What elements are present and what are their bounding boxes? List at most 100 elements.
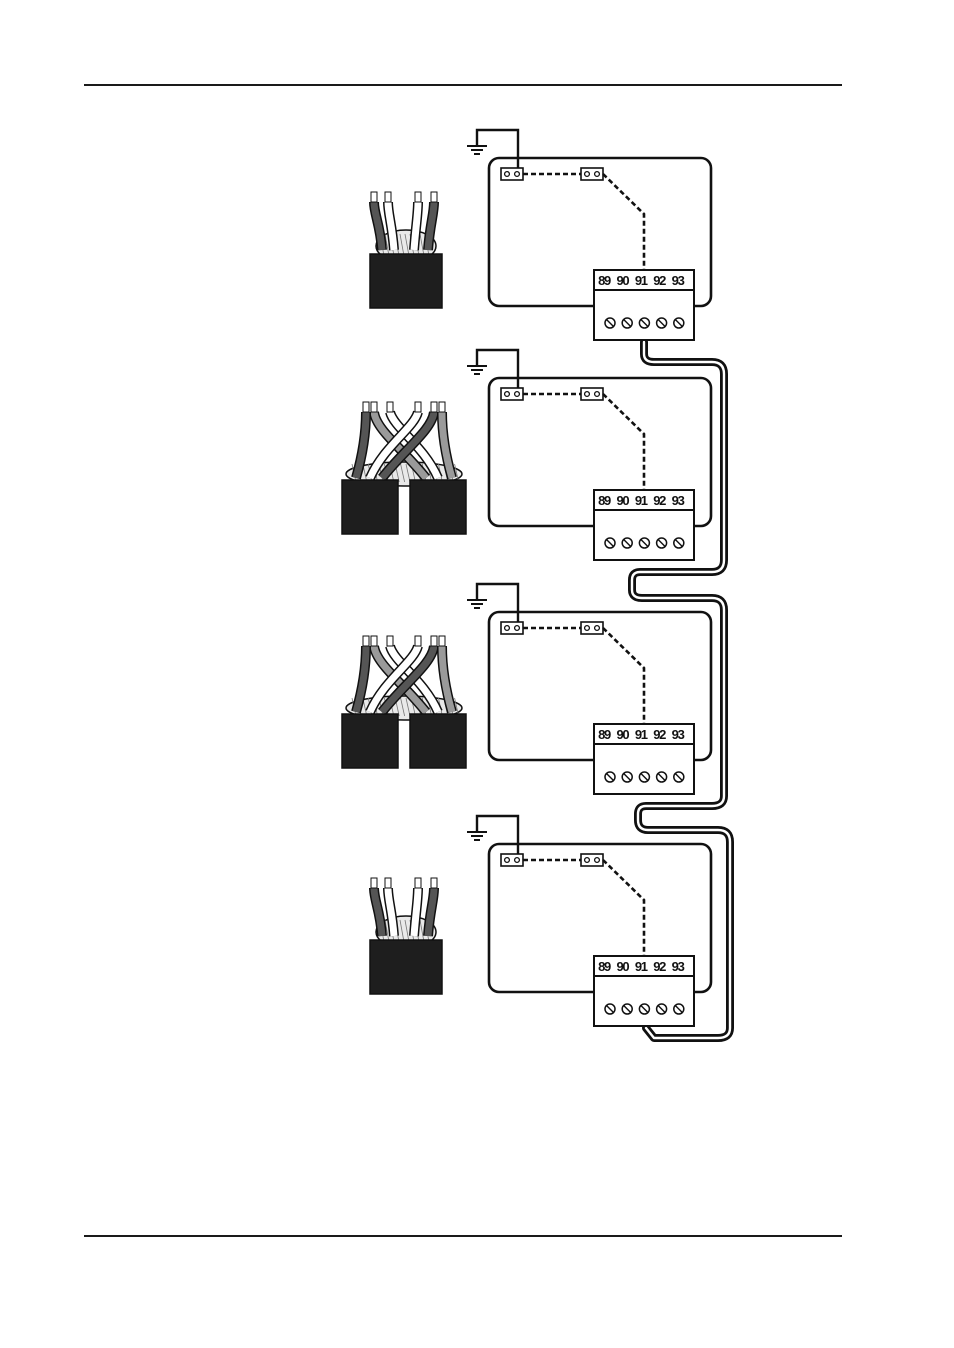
conductor-tip: [439, 402, 445, 412]
jumper-icon: [581, 388, 603, 400]
terminal-screw-icon: [657, 772, 667, 782]
cable-jacket: [370, 254, 442, 308]
terminal-screw-icon: [622, 772, 632, 782]
terminal-label: 91: [635, 493, 648, 508]
ground-icon: [467, 584, 518, 626]
cable-jacket: [370, 940, 442, 994]
terminal-screw-icon: [605, 772, 615, 782]
terminal-block: 89 90 91 92 93: [594, 270, 694, 340]
terminal-label: 92: [653, 493, 666, 508]
terminal-screw-icon: [639, 1004, 649, 1014]
terminal-screw-icon: [622, 318, 632, 328]
conductor-tip: [431, 636, 437, 646]
internal-link: [603, 628, 644, 726]
conductor-tip: [415, 192, 421, 202]
ground-icon: [467, 130, 518, 172]
jumper-icon: [501, 854, 523, 866]
terminal-screw-icon: [674, 318, 684, 328]
terminal-screw-icon: [674, 772, 684, 782]
terminal-block: 89 90 91 92 93: [594, 956, 694, 1026]
conductor-tip: [431, 878, 437, 888]
conductor-tip: [387, 402, 393, 412]
device-unit: 89 90 91 92 93: [370, 130, 711, 340]
cable-icon: [342, 402, 466, 534]
jumper-icon: [501, 388, 523, 400]
terminal-block: 89 90 91 92 93: [594, 490, 694, 560]
wire: [374, 202, 382, 250]
terminal-label: 89: [598, 493, 611, 508]
conductor-tip: [371, 878, 377, 888]
terminal-label: 89: [598, 273, 611, 288]
wire: [414, 888, 418, 936]
terminal-screw-icon: [639, 772, 649, 782]
conductor-tip: [371, 636, 377, 646]
cable-jacket: [410, 714, 466, 768]
jumper-icon: [581, 854, 603, 866]
internal-link: [603, 394, 644, 492]
terminal-screw-icon: [657, 318, 667, 328]
conductor-tip: [363, 402, 369, 412]
terminal-label: 92: [653, 959, 666, 974]
ground-icon: [467, 350, 518, 392]
conductor-tip: [385, 878, 391, 888]
terminal-label: 93: [672, 959, 685, 974]
jumper-icon: [581, 622, 603, 634]
conductor-tip: [415, 878, 421, 888]
terminal-label: 92: [653, 727, 666, 742]
terminal-label: 93: [672, 493, 685, 508]
terminal-label: 90: [616, 727, 629, 742]
terminal-screw-icon: [622, 1004, 632, 1014]
terminal-label: 91: [635, 959, 648, 974]
conductor-tip: [431, 192, 437, 202]
terminal-label: 93: [672, 273, 685, 288]
conductor-tip: [371, 402, 377, 412]
cable-icon: [370, 878, 442, 994]
cable-icon: [342, 636, 466, 768]
terminal-screw-icon: [622, 538, 632, 548]
conductor-tip: [431, 402, 437, 412]
terminal-screw-icon: [674, 538, 684, 548]
device-unit: 89 90 91 92 93: [370, 816, 711, 1026]
terminal-screw-icon: [639, 318, 649, 328]
terminal-block: 89 90 91 92 93: [594, 724, 694, 794]
jumper-icon: [501, 622, 523, 634]
terminal-label: 91: [635, 727, 648, 742]
internal-link: [603, 860, 644, 958]
conductor-tip: [439, 636, 445, 646]
wire: [374, 888, 382, 936]
terminal-screw-icon: [605, 1004, 615, 1014]
ground-icon: [467, 816, 518, 858]
conductor-tip: [415, 402, 421, 412]
jumper-icon: [501, 168, 523, 180]
internal-link: [603, 174, 644, 272]
jumper-icon: [581, 168, 603, 180]
terminal-label: 93: [672, 727, 685, 742]
conductor-tip: [371, 192, 377, 202]
conductor-tip: [385, 192, 391, 202]
device-unit: 89 90 91 92 93: [342, 350, 711, 560]
conductor-tip: [363, 636, 369, 646]
terminal-screw-icon: [605, 538, 615, 548]
terminal-label: 92: [653, 273, 666, 288]
bus-cable-inner: [632, 342, 730, 1038]
cable-jacket: [410, 480, 466, 534]
device-unit: 89 90 91 92 93: [342, 584, 711, 794]
terminal-label: 91: [635, 273, 648, 288]
cable-jacket: [342, 480, 398, 534]
bus-cable: [632, 342, 730, 1038]
terminal-label: 90: [616, 493, 629, 508]
terminal-label: 89: [598, 959, 611, 974]
wire: [414, 202, 418, 250]
terminal-label: 90: [616, 273, 629, 288]
terminal-label: 90: [616, 959, 629, 974]
terminal-screw-icon: [639, 538, 649, 548]
terminal-screw-icon: [605, 318, 615, 328]
cable-jacket: [342, 714, 398, 768]
terminal-label: 89: [598, 727, 611, 742]
conductor-tip: [387, 636, 393, 646]
terminal-screw-icon: [657, 1004, 667, 1014]
terminal-screw-icon: [674, 1004, 684, 1014]
footer-rule: [84, 1235, 842, 1237]
